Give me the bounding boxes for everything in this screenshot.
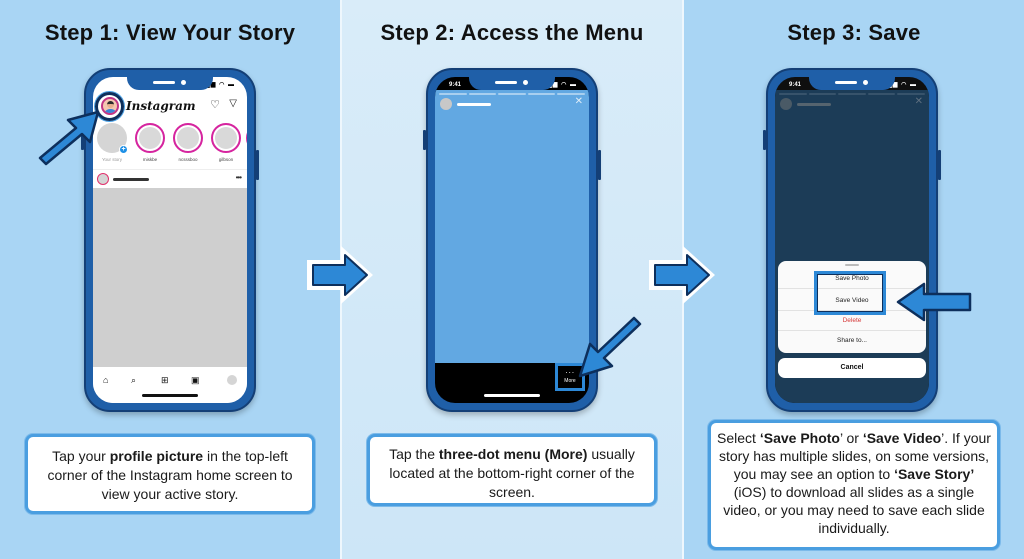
next-step-arrow-1 — [307, 246, 373, 304]
story-progress-bars — [439, 93, 585, 95]
post-username-placeholder — [113, 178, 149, 181]
step-3-title: Step 3: Save — [787, 20, 921, 45]
story-label: Your story — [101, 157, 123, 162]
story-label: miskbe — [142, 157, 158, 162]
save-options-highlight — [814, 271, 886, 315]
notch — [127, 77, 213, 90]
phone-instagram-home: ▂▄▆ ◠ ▬ Instagram ♡ ▽ + Your story miskb… — [81, 68, 259, 412]
volume-button — [81, 130, 84, 150]
story-item[interactable]: gilbson — [210, 123, 242, 162]
notch — [469, 77, 555, 90]
story-label: gilbson — [218, 157, 234, 162]
story-item[interactable] — [246, 123, 247, 153]
power-button — [256, 150, 259, 180]
more-label: More — [564, 378, 576, 384]
story-username-placeholder — [457, 103, 491, 106]
add-post-icon[interactable]: ⊞ — [161, 375, 169, 385]
post-avatar[interactable] — [97, 173, 109, 185]
signal-wifi-battery-icon: ▂▄▆ ◠ ▬ — [199, 82, 235, 88]
phone-save-menu: 9:41 ▂▄▆ ◠ ▬ ✕ Save Photo Save Video Del… — [763, 68, 941, 412]
story-item-yours[interactable]: + Your story — [96, 123, 128, 162]
instagram-home-screen: ▂▄▆ ◠ ▬ Instagram ♡ ▽ + Your story miskb… — [93, 77, 247, 403]
step-2-title: Step 2: Access the Menu — [380, 20, 644, 45]
send-icon[interactable]: ▽ — [229, 98, 237, 109]
signal-wifi-battery-icon: ▂▄▆ ◠ ▬ — [881, 82, 917, 88]
step-3-panel: Step 3: Save 9:41 ▂▄▆ ◠ ▬ ✕ Save Photo S… — [684, 0, 1024, 559]
story-item[interactable]: miskbe — [134, 123, 166, 162]
next-step-arrow-2 — [649, 246, 715, 304]
step-1-title: Step 1: View Your Story — [44, 20, 296, 45]
step-2-caption: Tap the three-dot menu (More) usually lo… — [367, 434, 657, 506]
step-2-panel: Step 2: Access the Menu 9:41 ▂▄▆ ◠ ▬ ✕ ·… — [342, 0, 682, 559]
home-indicator — [484, 394, 540, 397]
pointer-arrow-save — [896, 282, 972, 322]
pointer-arrow-profile — [38, 110, 100, 166]
power-button — [938, 150, 941, 180]
search-icon[interactable]: ⌕ — [131, 375, 137, 385]
phone-story-view: 9:41 ▂▄▆ ◠ ▬ ✕ ··· More — [423, 68, 601, 412]
instagram-logo: Instagram — [126, 99, 196, 113]
sheet-handle[interactable] — [845, 264, 859, 266]
bottom-tab-bar: ⌂ ⌕ ⊞ ▣ — [93, 367, 247, 403]
story-content[interactable] — [435, 90, 589, 363]
story-item[interactable]: ncsssboo — [172, 123, 204, 162]
signal-wifi-battery-icon: ▂▄▆ ◠ ▬ — [541, 82, 577, 88]
save-photo-option[interactable]: Save Photo — [778, 269, 926, 289]
home-indicator — [142, 394, 198, 397]
pointer-arrow-more — [578, 316, 642, 378]
close-icon[interactable]: ✕ — [914, 96, 923, 107]
story-screen: 9:41 ▂▄▆ ◠ ▬ ✕ ··· More — [435, 77, 589, 403]
home-icon[interactable]: ⌂ — [103, 375, 109, 385]
step-1-panel: Step 1: View Your Story ▂▄▆ ◠ ▬ Instagra… — [0, 0, 340, 559]
heart-icon[interactable]: ♡ — [210, 99, 220, 111]
volume-button — [423, 130, 426, 150]
post-header: ••• — [93, 169, 247, 185]
add-story-icon: + — [119, 145, 128, 154]
story-label: ncsssboo — [178, 157, 198, 162]
profile-icon[interactable] — [227, 375, 237, 385]
status-bar: ▂▄▆ ◠ ▬ — [93, 77, 247, 93]
status-bar: 9:41 ▂▄▆ ◠ ▬ — [775, 77, 929, 93]
post-image — [93, 188, 247, 371]
story-username-placeholder — [797, 103, 831, 106]
notch — [809, 77, 895, 90]
story-avatar — [440, 98, 452, 110]
status-time: 9:41 — [449, 82, 462, 88]
story-avatar — [780, 98, 792, 110]
step-1-caption: Tap your profile picture in the top-left… — [25, 434, 315, 514]
volume-button — [763, 130, 766, 150]
stories-row: + Your story miskbe ncsssboo gilbson — [96, 123, 247, 169]
story-menu-screen: 9:41 ▂▄▆ ◠ ▬ ✕ Save Photo Save Video Del… — [775, 77, 929, 403]
dimmed-story — [775, 90, 929, 403]
status-bar: 9:41 ▂▄▆ ◠ ▬ — [435, 77, 589, 93]
status-time: 9:41 — [789, 82, 802, 88]
save-video-option[interactable]: Save Video — [778, 291, 926, 311]
delete-option[interactable]: Delete — [778, 311, 926, 331]
power-button — [598, 150, 601, 180]
story-progress-bars — [779, 93, 925, 95]
step-3-caption: Select ‘Save Photo’ or ‘Save Video’. If … — [708, 420, 1000, 550]
action-sheet: Save Photo Save Video Delete Share to... — [778, 261, 926, 353]
cancel-button[interactable]: Cancel — [778, 358, 926, 378]
reels-icon[interactable]: ▣ — [191, 375, 200, 385]
three-dot-icon: ··· — [565, 368, 575, 377]
close-icon[interactable]: ✕ — [574, 96, 583, 107]
more-options-icon[interactable]: ••• — [235, 173, 242, 182]
share-to-option[interactable]: Share to... — [837, 337, 867, 344]
highlight-ring — [95, 92, 124, 121]
